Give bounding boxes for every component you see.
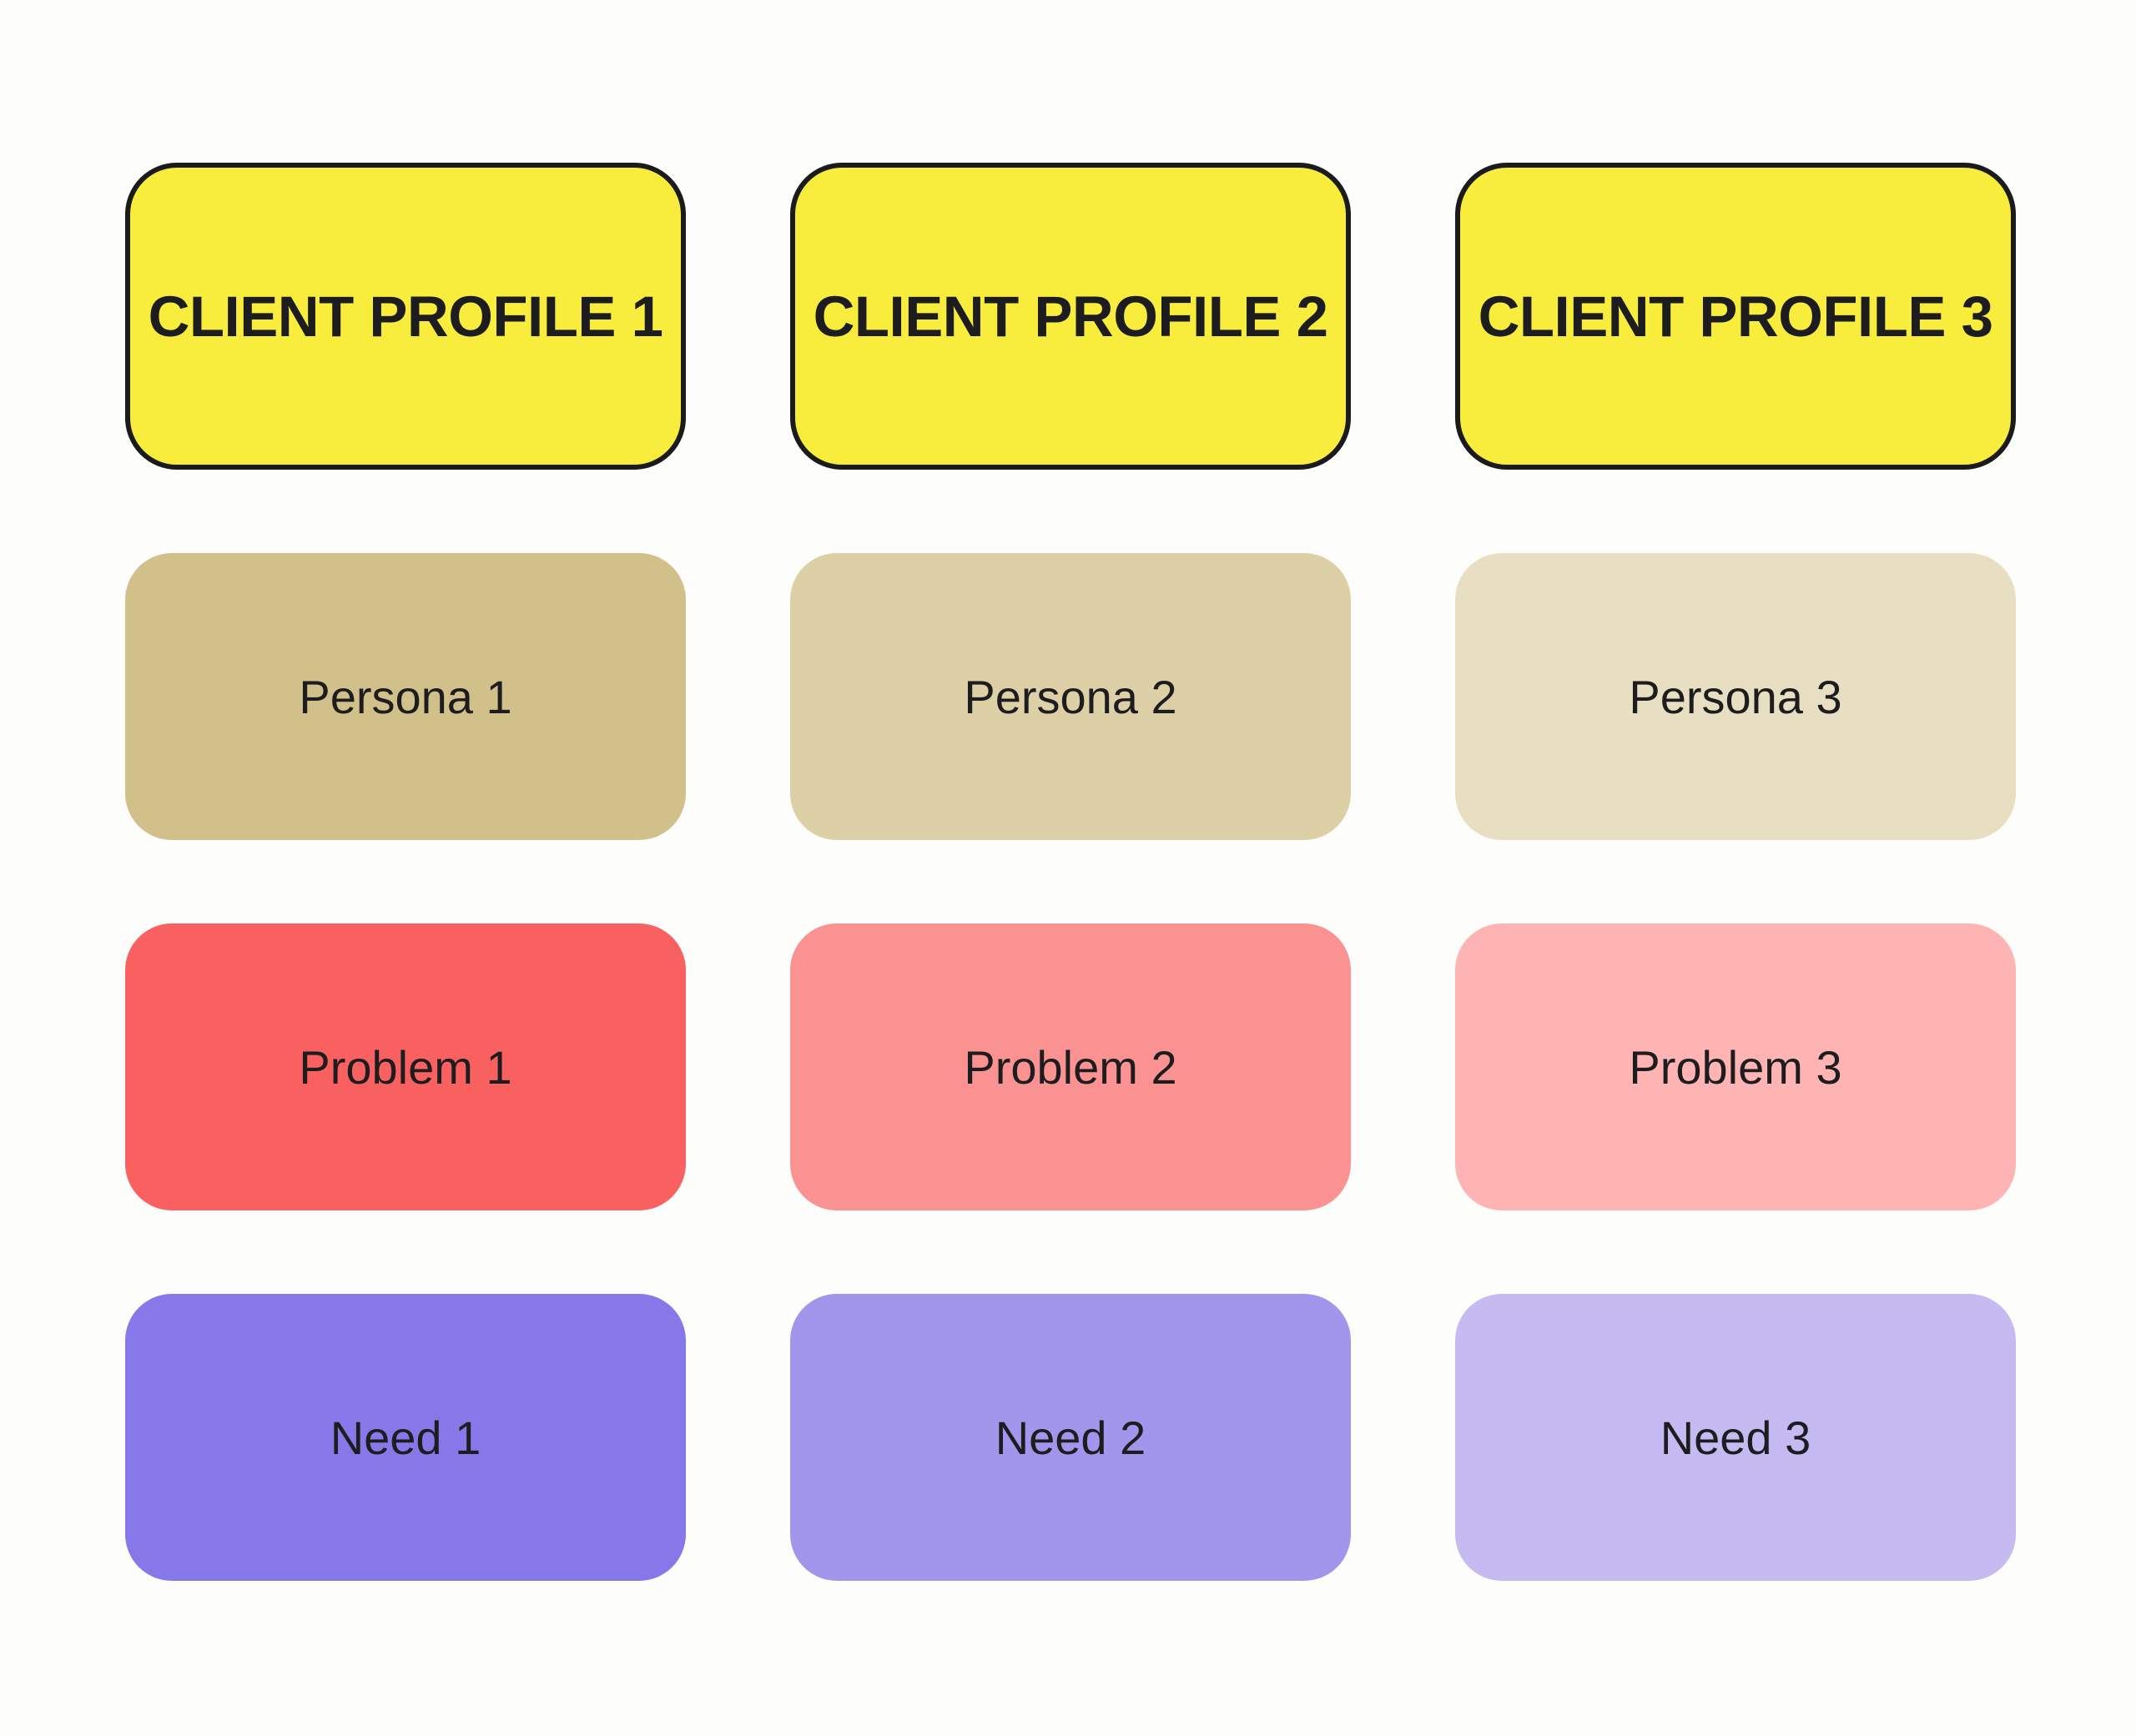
need-3-label: Need 3 [1660,1411,1811,1464]
client-profile-3-header-box: CLIENT PROFILE 3 [1455,163,2016,470]
client-profile-2-header-label: CLIENT PROFILE 2 [813,284,1328,349]
client-profile-2-header-box: CLIENT PROFILE 2 [790,163,1351,470]
column-client-profile-1: CLIENT PROFILE 1 Persona 1 Problem 1 Nee… [125,163,686,1581]
column-client-profile-2: CLIENT PROFILE 2 Persona 2 Problem 2 Nee… [790,163,1351,1581]
need-2-box: Need 2 [790,1294,1351,1581]
persona-2-label: Persona 2 [964,670,1177,723]
problem-3-box: Problem 3 [1455,923,2016,1210]
need-1-box: Need 1 [125,1294,686,1581]
need-2-label: Need 2 [995,1411,1146,1464]
persona-3-box: Persona 3 [1455,553,2016,840]
need-3-box: Need 3 [1455,1294,2016,1581]
problem-2-label: Problem 2 [964,1040,1177,1094]
persona-1-box: Persona 1 [125,553,686,840]
client-profile-1-header-label: CLIENT PROFILE 1 [148,284,663,349]
client-profile-1-header-box: CLIENT PROFILE 1 [125,163,686,470]
problem-1-label: Problem 1 [299,1040,512,1094]
need-1-label: Need 1 [330,1411,481,1464]
persona-1-label: Persona 1 [299,670,512,723]
column-client-profile-3: CLIENT PROFILE 3 Persona 3 Problem 3 Nee… [1455,163,2016,1581]
problem-2-box: Problem 2 [790,923,1351,1210]
persona-2-box: Persona 2 [790,553,1351,840]
diagram-grid: CLIENT PROFILE 1 Persona 1 Problem 1 Nee… [125,163,2016,1581]
client-profile-3-header-label: CLIENT PROFILE 3 [1478,284,1993,349]
persona-3-label: Persona 3 [1629,670,1842,723]
problem-1-box: Problem 1 [125,923,686,1210]
problem-3-label: Problem 3 [1629,1040,1842,1094]
